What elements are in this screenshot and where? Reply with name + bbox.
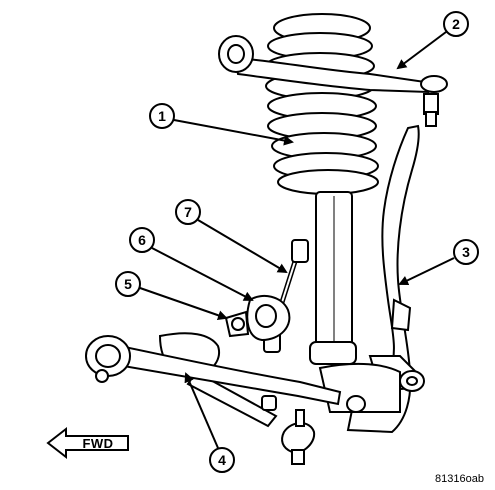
callout-5-label: 5	[124, 276, 132, 292]
stabilizer-bushing	[224, 294, 291, 342]
fwd-arrow-icon: FWD	[46, 426, 129, 460]
figure-code: 81316oab	[435, 473, 484, 485]
callout-2-label: 2	[452, 16, 460, 32]
callout-6-label: 6	[138, 232, 146, 248]
callout-6: 6	[129, 227, 254, 301]
fwd-label: FWD	[82, 436, 113, 451]
callout-7-label: 7	[184, 204, 192, 220]
callout-1-label: 1	[158, 108, 166, 124]
steering-knuckle	[318, 124, 425, 434]
callout-7: 7	[175, 199, 288, 274]
callout-3: 3	[398, 239, 479, 286]
coil-spring	[265, 13, 379, 195]
callout-1: 1	[149, 103, 294, 146]
callout-4: 4	[184, 372, 235, 473]
strut-body	[309, 191, 357, 365]
callout-4-label: 4	[218, 452, 226, 468]
callout-2: 2	[396, 11, 469, 70]
callout-5: 5	[115, 271, 228, 321]
tie-rod-end	[261, 395, 316, 465]
upper-control-arm	[218, 35, 448, 127]
callout-3-label: 3	[462, 244, 470, 260]
lower-control-arm	[85, 335, 342, 406]
